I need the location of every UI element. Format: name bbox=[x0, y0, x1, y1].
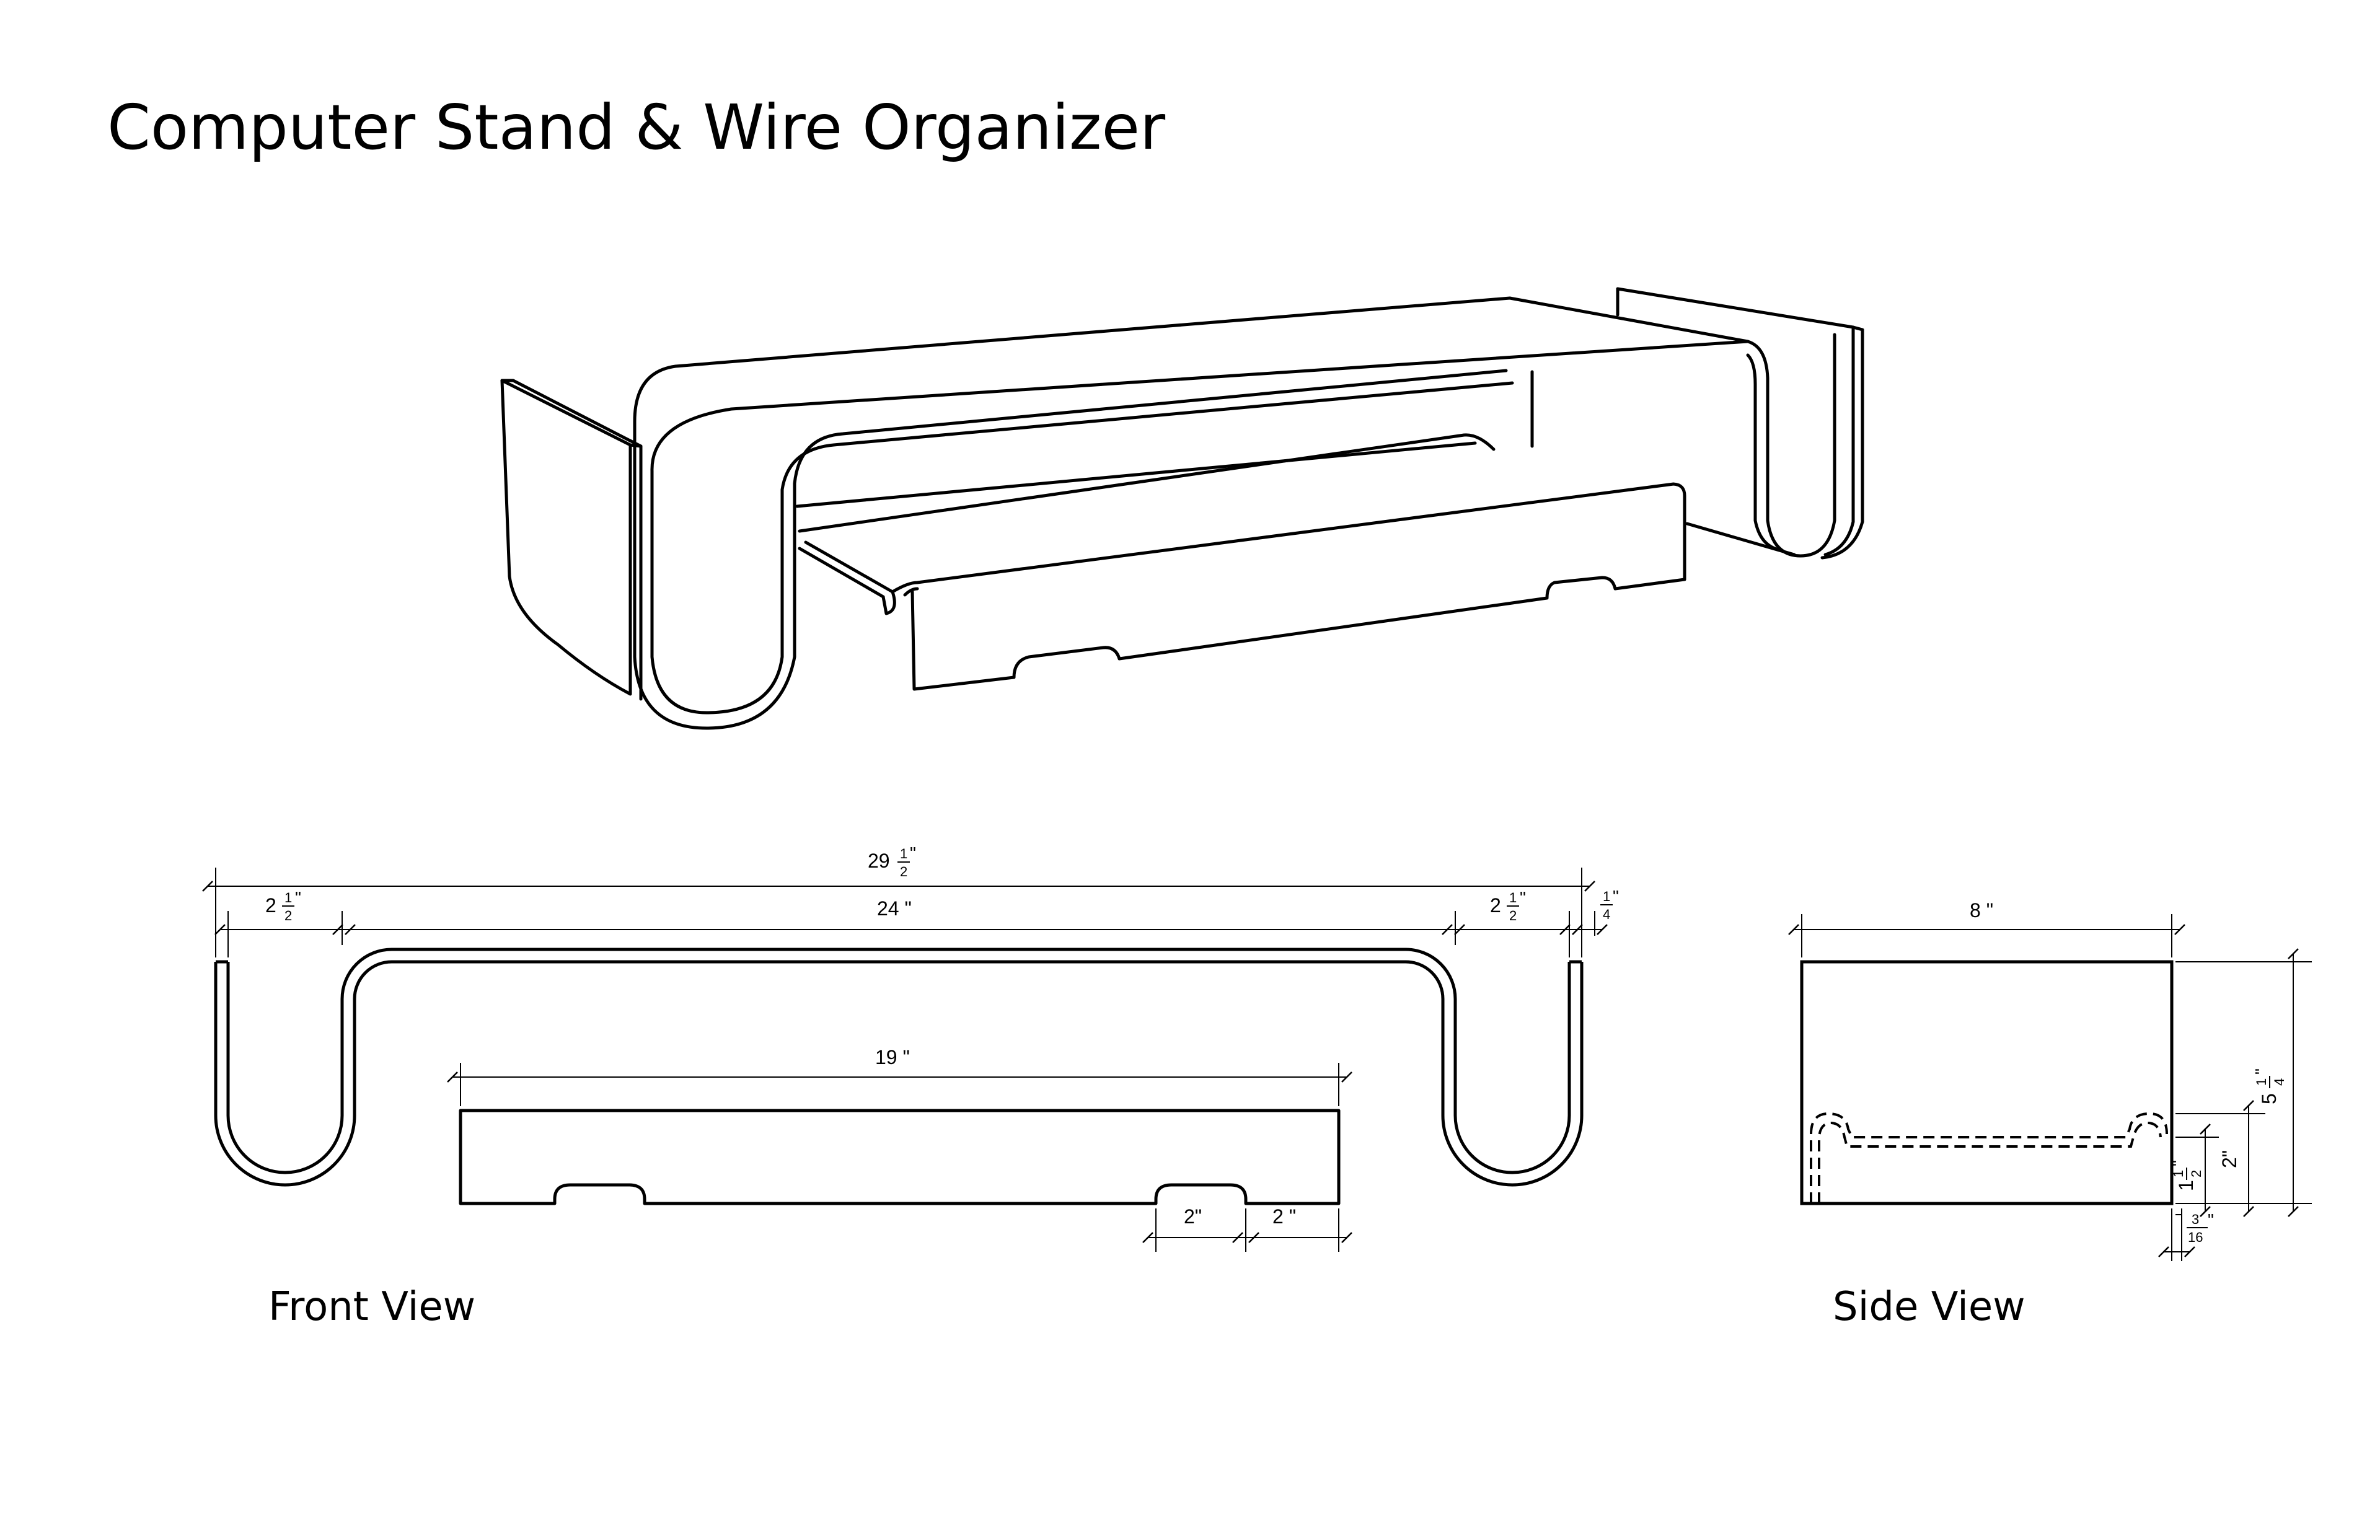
dim-thickness-den: 4 bbox=[1603, 907, 1610, 922]
dim-side-right-num: 1 bbox=[1509, 890, 1517, 905]
dim-side-left-num: 1 bbox=[284, 890, 292, 905]
dim-overall-whole: 29 bbox=[868, 850, 890, 872]
iso-left-panel bbox=[500, 379, 643, 701]
side-hidden-drawer-inner bbox=[1818, 1121, 2162, 1203]
side-dimension-lines bbox=[1788, 924, 2299, 1257]
front-drawer bbox=[459, 1109, 1341, 1205]
dim-thickness-num: 1 bbox=[1603, 889, 1610, 904]
svg-text:": " bbox=[1613, 887, 1619, 906]
front-stand-profile bbox=[214, 948, 1584, 1187]
iso-right-panel bbox=[1616, 287, 1864, 560]
dim-side-right: 2 1 2 " bbox=[1490, 888, 1526, 923]
dim-tray-num: 1 bbox=[2171, 1170, 2186, 1177]
front-view-label: Front View bbox=[268, 1284, 475, 1330]
front-view: 29 1 2 " 2 1 2 " 24 " 2 1 2 " bbox=[202, 843, 1619, 1330]
iso-drawer bbox=[798, 433, 1686, 691]
side-extension-lines bbox=[1801, 914, 2312, 1261]
isometric-view bbox=[500, 287, 1864, 730]
dim-side-right-den: 2 bbox=[1509, 908, 1517, 923]
dim-base-num: 3 bbox=[2192, 1212, 2199, 1227]
dim-notch-a: 2" bbox=[1184, 1205, 1202, 1228]
dim-center: 24 " bbox=[877, 897, 912, 920]
front-dimension-lines bbox=[202, 881, 1608, 1243]
dim-notch-b: 2 " bbox=[1272, 1205, 1296, 1228]
svg-text:": " bbox=[2252, 1068, 2271, 1075]
dim-side-right-whole: 2 bbox=[1490, 894, 1501, 917]
dim-base-den: 16 bbox=[2188, 1230, 2203, 1245]
dim-side-left-den: 2 bbox=[284, 908, 292, 923]
side-view: 8 " 5 1 4 " 2" 1 1 2 " 3 bbox=[1788, 899, 2312, 1330]
svg-text:": " bbox=[910, 843, 916, 863]
side-hidden-drawer bbox=[1810, 1112, 2168, 1203]
svg-text:": " bbox=[295, 888, 301, 907]
dim-thickness: 1 4 " bbox=[1600, 887, 1619, 922]
dim-side-left: 2 1 2 " bbox=[265, 888, 301, 923]
side-view-label: Side View bbox=[1833, 1284, 2025, 1330]
dim-overall-den: 2 bbox=[900, 864, 907, 879]
dim-height-whole: 5 bbox=[2258, 1093, 2280, 1104]
dim-tray: 1 1 2 " bbox=[2169, 1160, 2204, 1191]
dim-tray-den: 2 bbox=[2188, 1170, 2204, 1177]
dim-height-num: 1 bbox=[2254, 1078, 2269, 1086]
dim-drawer-height: 2" bbox=[2218, 1150, 2241, 1168]
svg-text:": " bbox=[1520, 888, 1526, 907]
dim-base: 3 16 " bbox=[2187, 1210, 2214, 1245]
dim-tray-whole: 1 bbox=[2175, 1180, 2197, 1191]
dim-overall: 29 1 2 " bbox=[868, 843, 916, 879]
side-outline bbox=[1800, 960, 2174, 1205]
dim-height-den: 4 bbox=[2272, 1078, 2287, 1086]
svg-text:": " bbox=[2208, 1210, 2214, 1230]
drawing-title: Computer Stand & Wire Organizer bbox=[107, 91, 1166, 164]
dim-depth: 8 " bbox=[1970, 899, 1993, 922]
svg-text:": " bbox=[2169, 1160, 2188, 1166]
dim-side-left-whole: 2 bbox=[265, 894, 276, 917]
iso-stand-body bbox=[633, 296, 1836, 730]
dim-height: 5 1 4 " bbox=[2252, 1068, 2287, 1104]
dim-drawer: 19 " bbox=[875, 1046, 910, 1068]
dim-overall-num: 1 bbox=[900, 846, 907, 861]
